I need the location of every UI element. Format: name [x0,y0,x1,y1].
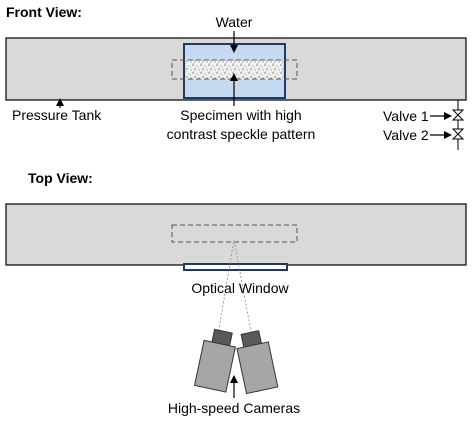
optical-window-label: Optical Window [191,280,289,296]
cameras-label: High-speed Cameras [168,400,300,416]
camera-left-icon [193,328,237,393]
top-view-heading: Top View: [28,170,93,186]
camera-right-icon [236,330,279,395]
valve-2-label: Valve 2 [383,127,429,143]
camera-left-sightline [217,239,235,336]
camera-right-sightline [233,239,253,338]
specimen-label-line2: contrast speckle pattern [167,126,316,142]
pressure-tank-label: Pressure Tank [12,107,102,123]
valve-2-icon [451,128,465,140]
specimen-speckle [186,60,283,79]
water-label: Water [216,14,253,30]
valve-1-icon [451,109,465,121]
specimen-label-line1: Specimen with high [180,107,301,123]
pressure-tank-top [5,203,467,266]
optical-window [183,263,288,271]
front-view-heading: Front View: [6,4,82,20]
valve-1-label: Valve 1 [383,108,429,124]
